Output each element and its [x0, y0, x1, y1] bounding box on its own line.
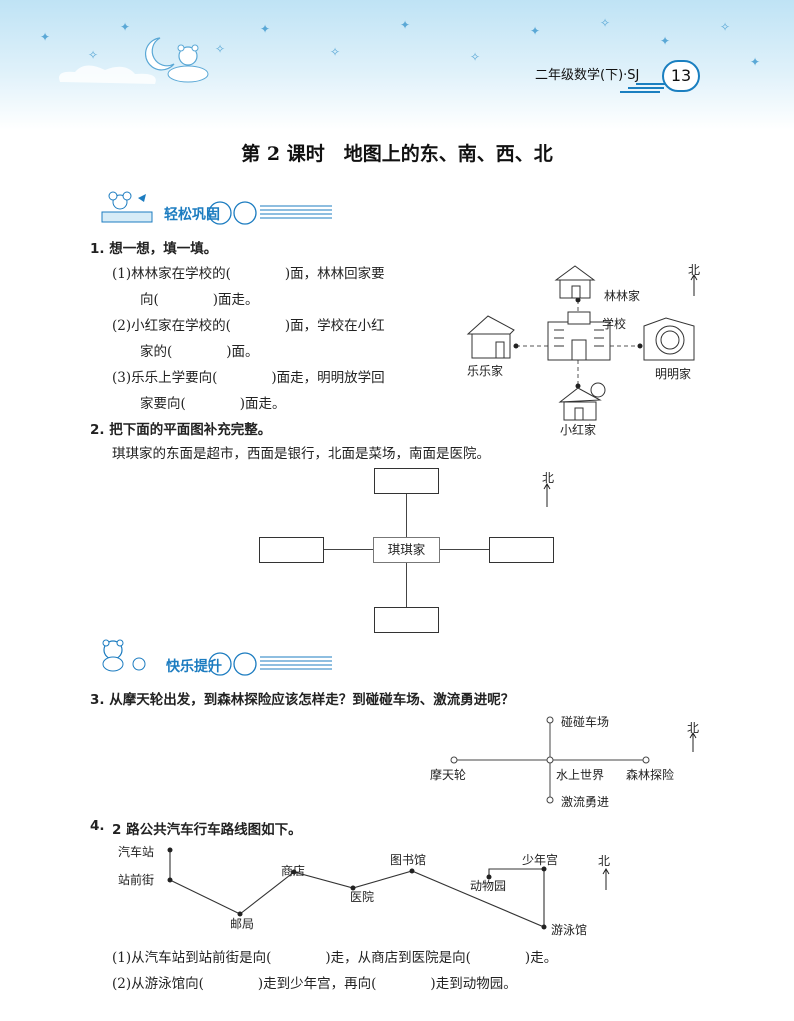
star-icon: ✦ — [750, 55, 761, 69]
moon-bear-icon — [144, 37, 209, 83]
q4-heading: 2 路公共汽车行车路线图如下。 — [112, 822, 302, 838]
page-number: 13 — [662, 60, 700, 92]
stop-label: 动物园 — [470, 879, 507, 893]
connector-line — [406, 561, 407, 607]
cloud-icon — [59, 65, 156, 84]
place-label: 激流勇进 — [561, 795, 610, 809]
q4-route-map — [167, 847, 547, 930]
map-label-lele: 乐乐家 — [467, 364, 504, 378]
house-icon — [466, 315, 515, 359]
q2-heading: 2. 把下面的平面图补充完整。 — [90, 422, 272, 438]
section-happy-underline — [208, 652, 332, 676]
map-label-linlin: 林林家 — [604, 289, 641, 303]
q3-heading: 3. 从摩天轮出发，到森林探险应该怎样走？到碰碰车场、激流勇进呢？ — [90, 692, 515, 708]
north-label: 北 — [687, 721, 700, 735]
house-icon — [643, 317, 695, 361]
north-arrow-icon — [543, 483, 551, 507]
map-label-mingming: 明明家 — [655, 367, 692, 381]
q4-question: (2)从游泳馆向( )走到少年宫，再向( )走到动物园。 — [112, 976, 517, 992]
east-blank-box[interactable] — [489, 537, 554, 563]
q1-line: 向( )面走。 — [140, 292, 259, 308]
star-icon: ✧ — [470, 50, 481, 64]
place-label: 森林探险 — [626, 768, 675, 782]
connector-line — [439, 549, 489, 550]
place-label: 摩天轮 — [430, 768, 467, 782]
q1-heading: 1. 想一想，填一填。 — [90, 241, 218, 257]
house-icon — [558, 382, 606, 421]
map-label-xiaohong: 小红家 — [560, 423, 597, 437]
north-label: 北 — [598, 854, 611, 868]
q3-map — [450, 716, 650, 804]
north-blank-box[interactable] — [374, 468, 439, 494]
place-label: 水上世界 — [556, 768, 605, 782]
q2-text: 琪琪家的东面是超市，西面是银行，北面是菜场，南面是医院。 — [112, 446, 490, 462]
star-icon: ✦ — [400, 18, 411, 32]
star-icon: ✦ — [40, 30, 51, 44]
section-happy-label: 快乐提升 — [166, 659, 222, 675]
school-icon — [547, 311, 611, 361]
q1-line: (2)小红家在学校的( )面，学校在小红 — [112, 318, 385, 334]
page-title: 第 2 课时 地图上的东、南、西、北 — [241, 143, 553, 165]
stop-label: 邮局 — [230, 917, 255, 931]
stop-label: 少年宫 — [522, 853, 559, 867]
bear-ball-icon — [102, 639, 146, 672]
book-title: 二年级数学(下)·SJ — [535, 68, 640, 83]
star-icon: ✦ — [260, 22, 271, 36]
star-icon: ✧ — [600, 16, 611, 30]
star-icon: ✦ — [120, 20, 131, 34]
stop-label: 医院 — [350, 890, 375, 904]
stop-label: 图书馆 — [390, 853, 427, 867]
q1-line: 家要向( )面走。 — [140, 396, 286, 412]
north-arrow-icon — [690, 274, 698, 296]
star-icon: ✧ — [88, 48, 99, 62]
header-stripes — [620, 83, 668, 93]
south-blank-box[interactable] — [374, 607, 439, 633]
north-label: 北 — [542, 471, 555, 485]
star-icon: ✧ — [720, 20, 731, 34]
north-arrow-icon — [602, 868, 610, 890]
star-icon: ✧ — [330, 45, 341, 59]
star-icon: ✦ — [530, 24, 541, 38]
star-icon: ✦ — [660, 34, 671, 48]
connector-line — [406, 494, 407, 537]
house-icon — [554, 265, 596, 299]
stop-label: 商店 — [281, 864, 306, 878]
stop-label: 汽车站 — [118, 845, 155, 859]
section-easy-underline — [208, 201, 332, 225]
qiqi-home-box: 琪琪家 — [373, 537, 440, 563]
north-arrow-icon — [689, 732, 697, 752]
q1-line: (1)林林家在学校的( )面，林林回家要 — [112, 266, 385, 282]
north-label: 北 — [688, 263, 701, 277]
star-icon: ✧ — [215, 42, 226, 56]
header-banner — [0, 0, 794, 130]
q1-line: (3)乐乐上学要向( )面走，明明放学回 — [112, 370, 385, 386]
mouse-reading-icon — [101, 191, 153, 223]
stop-label: 站前街 — [118, 873, 155, 887]
section-easy-label: 轻松巩固 — [164, 207, 220, 223]
q1-map — [466, 265, 695, 421]
q4-question: (1)从汽车站到站前街是向( )走，从商店到医院是向( )走。 — [112, 950, 558, 966]
q4-number: 4. — [90, 818, 105, 834]
connector-line — [324, 549, 373, 550]
q1-line: 家的( )面。 — [140, 344, 259, 360]
west-blank-box[interactable] — [259, 537, 324, 563]
map-label-school: 学校 — [602, 317, 627, 331]
place-label: 碰碰车场 — [561, 715, 610, 729]
stop-label: 游泳馆 — [551, 923, 588, 937]
